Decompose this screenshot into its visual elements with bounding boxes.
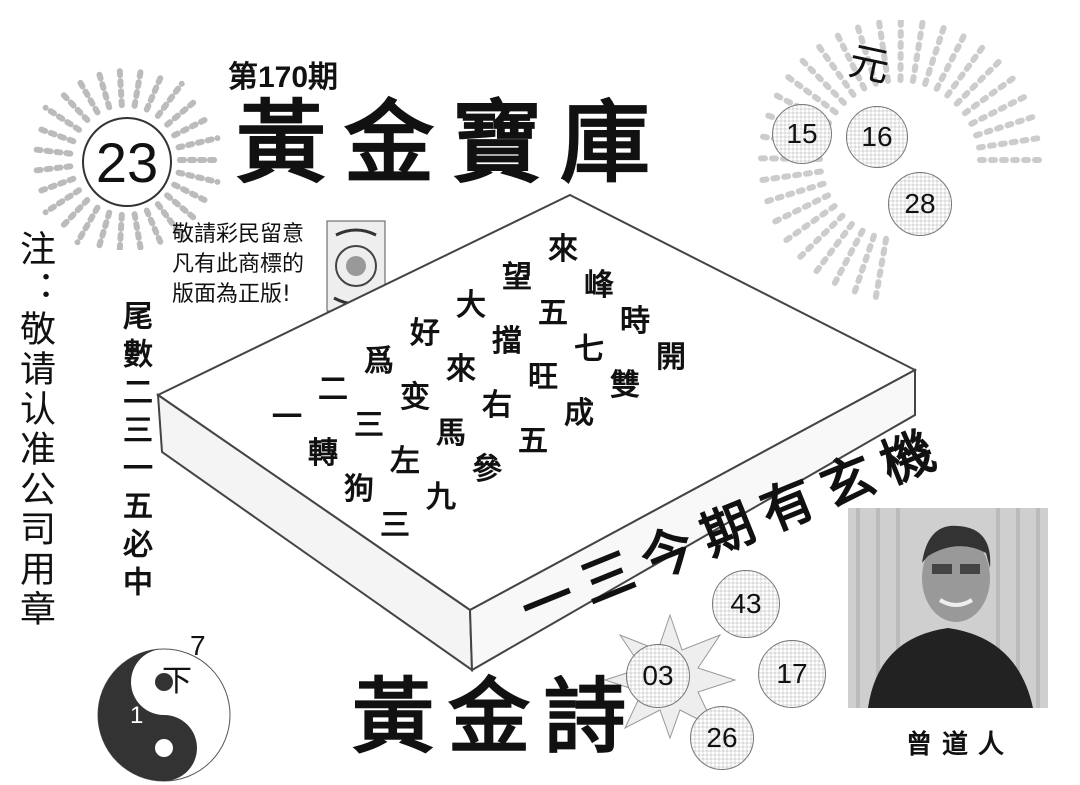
grid-character: 一 [272, 392, 302, 436]
grid-character: 成 [564, 388, 594, 432]
grid-character: 狗 [344, 464, 374, 508]
note-vertical: 注：敬请认准公司用章 [14, 230, 54, 630]
grid-character: 二 [318, 364, 348, 408]
page-title: 黃金寶庫 [236, 98, 668, 188]
grid-character: 左 [390, 436, 420, 480]
number-ball: 15 [772, 104, 832, 164]
grid-character: 峰 [584, 260, 614, 304]
number-ball: 17 [758, 640, 826, 708]
grid-character: 擋 [492, 316, 522, 360]
grid-character: 來 [446, 344, 476, 388]
number-ball: 16 [846, 106, 908, 168]
grid-character: 好 [410, 308, 440, 352]
grid-character: 轉 [308, 428, 338, 472]
grid-character: 馬 [436, 408, 466, 452]
yinyang-digit: 7 [190, 630, 206, 662]
grid-character: 变 [400, 372, 430, 416]
grid-character: 大 [456, 280, 486, 324]
grid-character: 爲 [364, 336, 394, 380]
grid-character: 五 [538, 288, 568, 332]
grid-character: 五 [518, 416, 548, 460]
number-ball: 26 [690, 706, 754, 770]
grid-character: 三 [380, 500, 410, 544]
poem-title: 黃金詩 [352, 676, 640, 758]
grid-character: 參 [472, 444, 502, 488]
grid-character: 七 [574, 324, 604, 368]
number-ball: 28 [888, 172, 952, 236]
portrait-photo [848, 508, 1048, 708]
grid-character: 時 [620, 296, 650, 340]
person-name: 曾道人 [906, 724, 1014, 761]
grid-character: 來 [548, 224, 578, 268]
grid-character: 開 [656, 332, 686, 376]
number-ball: 43 [712, 570, 780, 638]
grid-character: 望 [502, 252, 532, 296]
grid-character: 三 [354, 400, 384, 444]
grid-character: 右 [482, 380, 512, 424]
yinyang-char: 下 [162, 656, 192, 700]
grid-character: 九 [426, 472, 456, 516]
grid-character: 旺 [528, 352, 558, 396]
yinyang-digit: 1 [130, 702, 143, 730]
grid-character: 雙 [610, 360, 640, 404]
